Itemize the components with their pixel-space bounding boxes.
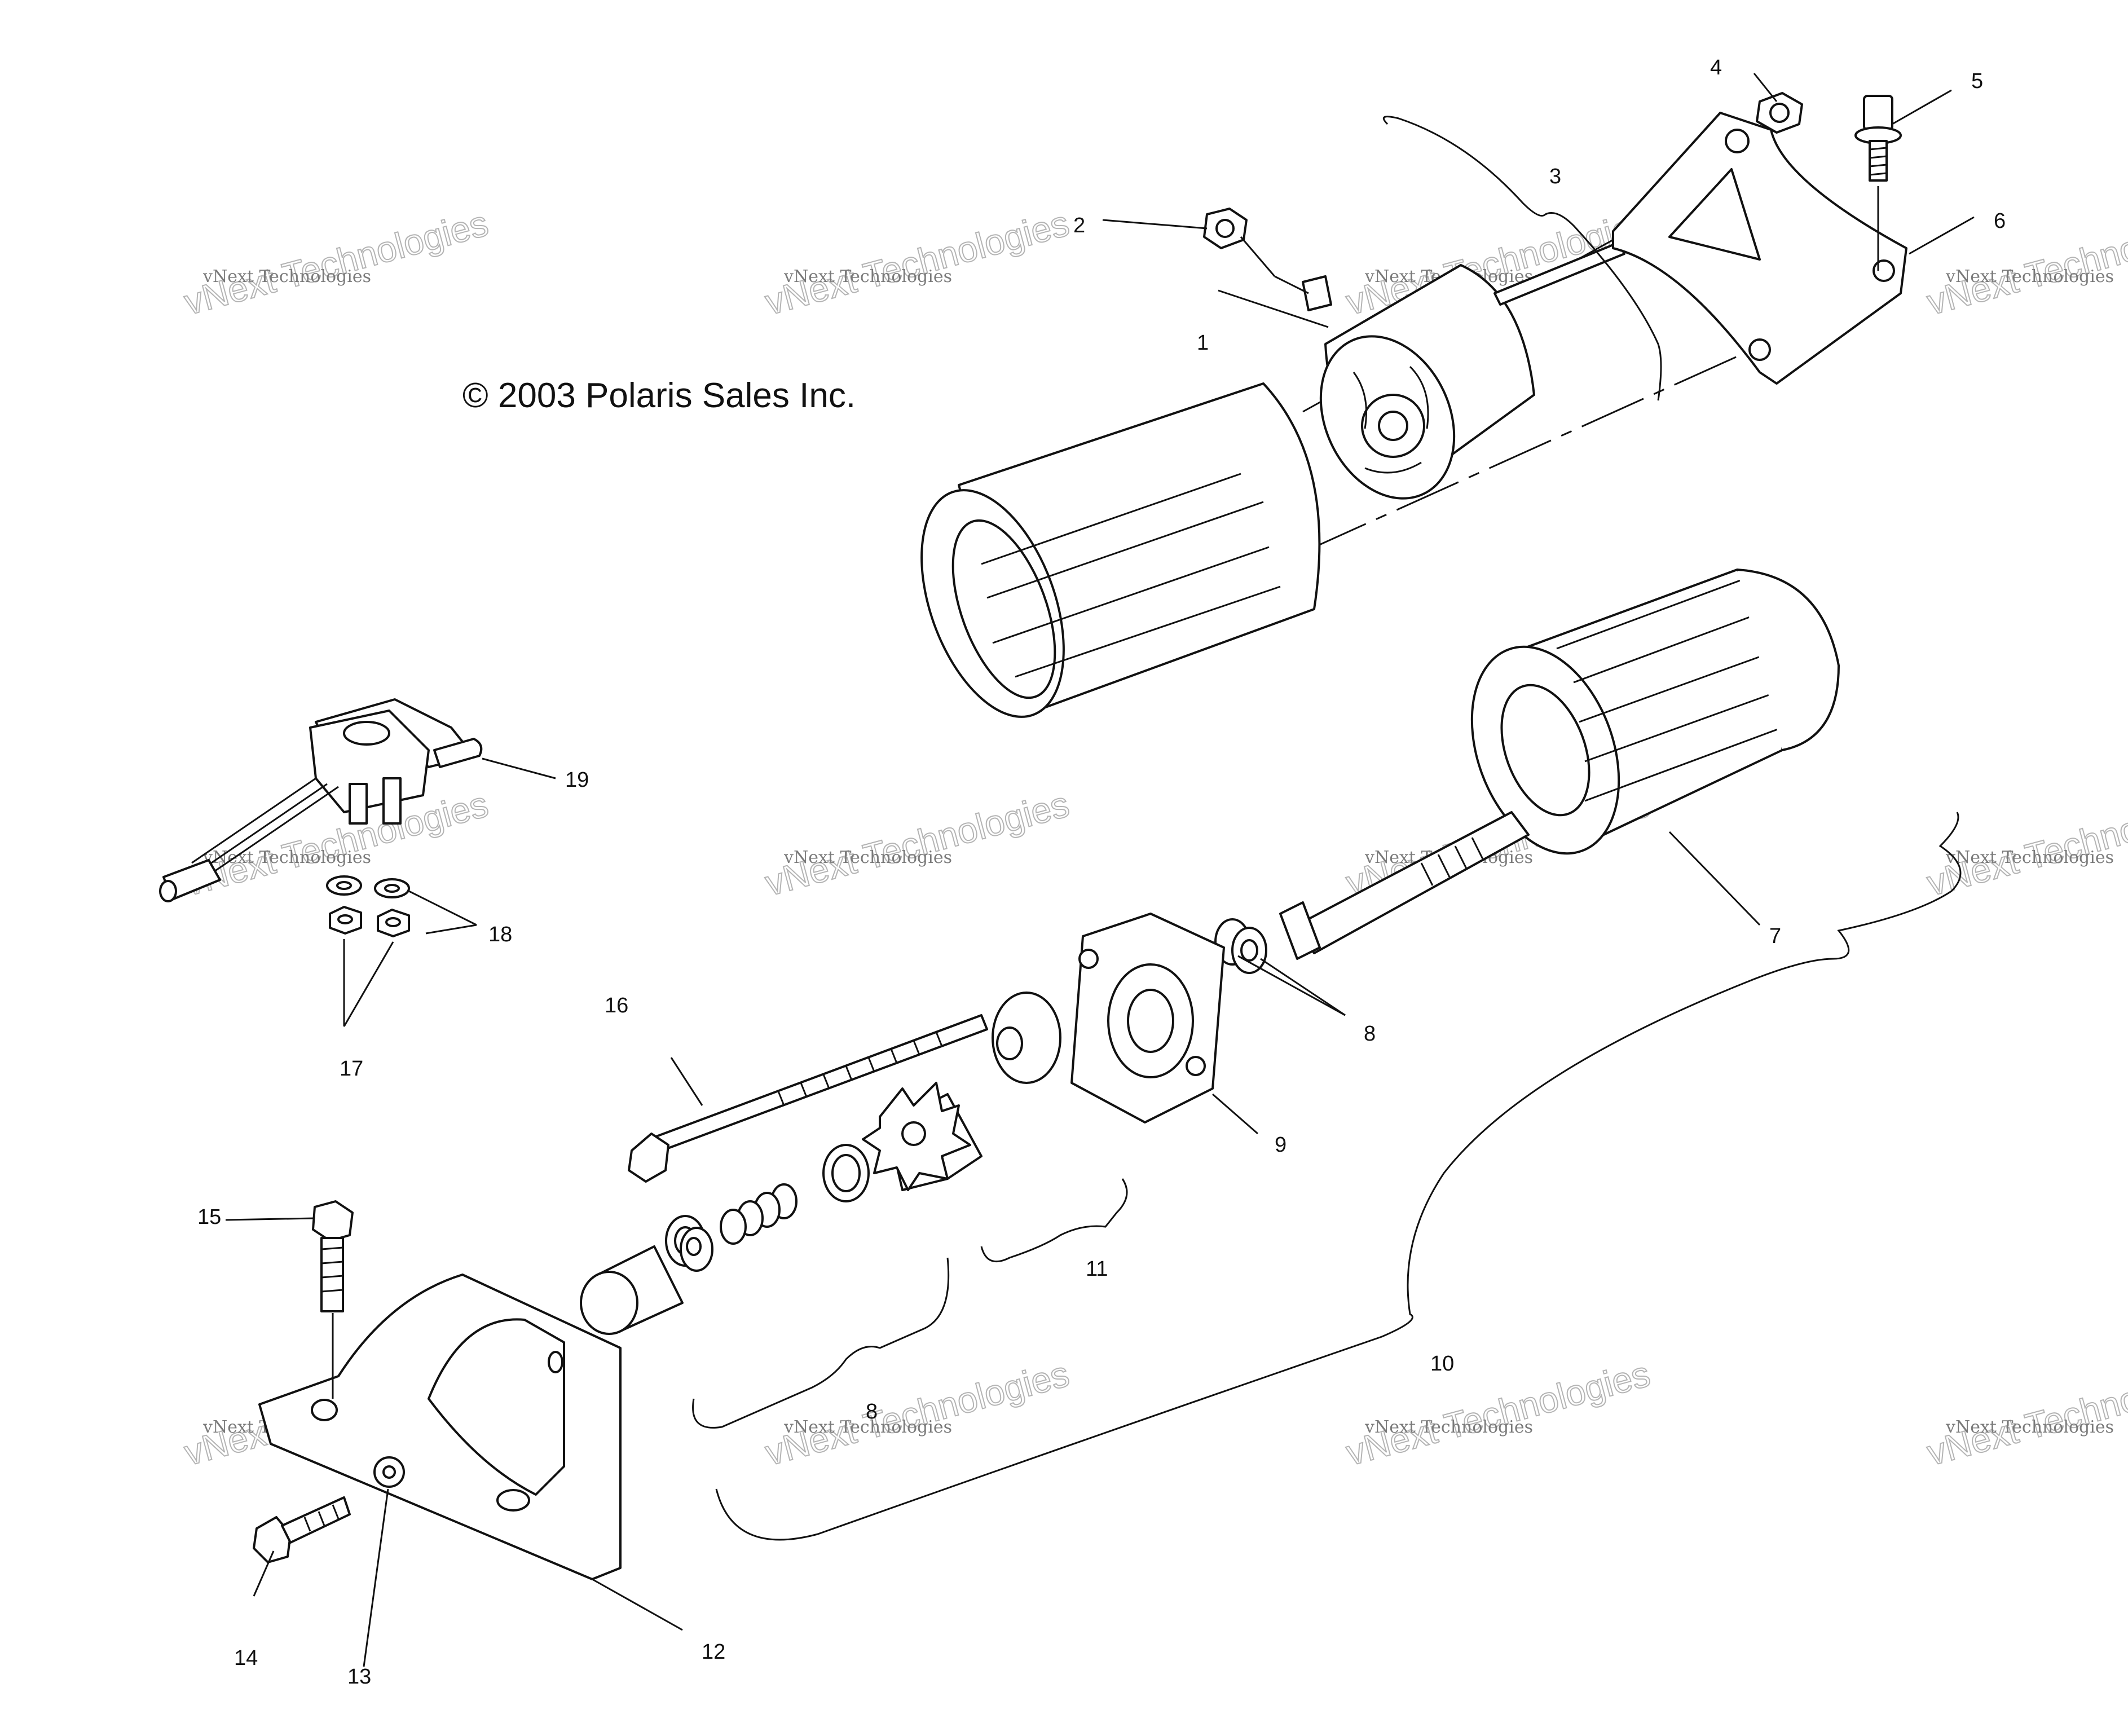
svg-text:vNext Technologies: vNext Technologies	[180, 202, 492, 323]
callout-19: 19	[565, 768, 589, 792]
bolt-5	[1854, 95, 1902, 182]
callout-11: 11	[1086, 1257, 1108, 1281]
watermark: vNext Technologies vNext Technologies	[1922, 202, 2128, 323]
end-cap-housing	[1274, 264, 1535, 500]
svg-text:vNext Technologies: vNext Technologies	[1945, 1417, 2114, 1437]
svg-text:vNext Technologies: vNext Technologies	[1945, 267, 2114, 287]
mounting-bracket-6	[1612, 112, 1907, 385]
washers-18	[326, 875, 410, 898]
leader-lines	[225, 73, 1975, 1667]
copyright-notice: © 2003 Polaris Sales Inc.	[462, 376, 856, 415]
callout-2: 2	[1073, 214, 1085, 237]
svg-text:vNext Technologies: vNext Technologies	[1923, 783, 2128, 904]
callout-6: 6	[1994, 209, 2006, 233]
watermark: vNext Technologies vNext Technologies	[760, 783, 1074, 904]
brace-8b	[692, 1257, 950, 1429]
svg-text:vNext Technologies: vNext Technologies	[783, 848, 952, 867]
callout-13: 13	[347, 1665, 371, 1689]
svg-text:vNext Technologies: vNext Technologies	[761, 1353, 1073, 1473]
drive-spring-set	[637, 1183, 798, 1279]
brace-3	[1382, 116, 1662, 401]
nut-2	[1203, 208, 1248, 249]
sleeve	[580, 1245, 684, 1335]
watermark: vNext Technologies vNext Technologies	[1341, 1352, 1655, 1474]
callout-15: 15	[197, 1205, 221, 1229]
svg-text:vNext Technologies: vNext Technologies	[1923, 1353, 2128, 1473]
bolt-14	[253, 1496, 351, 1563]
callout-labels: 1 2 3 4 5 6 7 8 9 10 11 8 12 13 14 15 16…	[197, 56, 2006, 1689]
solenoid-19	[159, 698, 483, 902]
mounting-bracket-12	[258, 1274, 622, 1580]
callout-7: 7	[1769, 924, 1781, 948]
callout-9: 9	[1275, 1133, 1287, 1157]
callout-3: 3	[1549, 165, 1561, 188]
svg-text:vNext Technologies: vNext Technologies	[1945, 848, 2114, 867]
armature-7	[1279, 569, 1840, 960]
nut-4	[1756, 92, 1803, 134]
svg-text:vNext Technologies: vNext Technologies	[202, 267, 371, 287]
pinion-gear-11	[822, 1082, 983, 1202]
callout-16: 16	[605, 994, 628, 1017]
star-lock-washer-13	[373, 1456, 405, 1488]
callout-8-sub: 8	[866, 1400, 878, 1424]
callout-1: 1	[1197, 331, 1209, 355]
callout-18: 18	[488, 923, 512, 946]
watermark: vNext Technologies vNext Technologies	[179, 202, 493, 323]
svg-text:vNext Technologies: vNext Technologies	[761, 783, 1073, 904]
svg-text:vNext Technologies: vNext Technologies	[1364, 1417, 1533, 1437]
drive-end-flange-9	[992, 913, 1225, 1123]
svg-text:vNext Technologies: vNext Technologies	[783, 267, 952, 287]
svg-text:vNext Technologies: vNext Technologies	[1923, 202, 2128, 323]
watermark: vNext Technologies vNext Technologies	[760, 202, 1074, 323]
callout-4: 4	[1710, 56, 1722, 80]
svg-text:vNext Technologies: vNext Technologies	[761, 202, 1073, 323]
callout-12: 12	[702, 1640, 725, 1664]
svg-text:vNext Technologies: vNext Technologies	[783, 1417, 952, 1437]
bolt-15	[312, 1200, 354, 1312]
callout-8: 8	[1364, 1022, 1376, 1046]
callout-10: 10	[1430, 1352, 1454, 1376]
through-bolt-16	[628, 1014, 988, 1183]
watermark: vNext Technologies vNext Technologies	[1922, 783, 2128, 904]
long-screw-3	[1493, 241, 1625, 306]
svg-text:vNext Technologies: vNext Technologies	[1342, 1353, 1654, 1473]
watermark: vNext Technologies vNext Technologies	[1922, 1352, 2128, 1474]
watermark: vNext Technologies vNext Technologies	[760, 1352, 1074, 1474]
callout-5: 5	[1971, 69, 1983, 93]
callout-14: 14	[234, 1646, 258, 1670]
washers-8	[1214, 918, 1267, 974]
nuts-17	[329, 906, 410, 937]
callout-17: 17	[340, 1057, 363, 1081]
svg-text:vNext Technologies: vNext Technologies	[202, 848, 371, 867]
brace-10	[715, 812, 1962, 1541]
brace-11	[980, 1178, 1128, 1263]
motor-housing	[920, 382, 1321, 718]
